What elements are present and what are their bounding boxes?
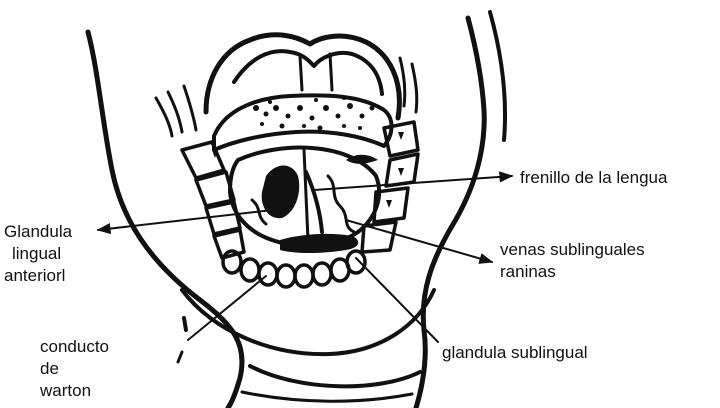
right-cheek-wisps: [400, 58, 417, 112]
label-conducto-line-2: de: [40, 358, 109, 380]
tongue-midline: [304, 150, 308, 240]
label-glandula-line-3: anteriorl: [4, 265, 72, 287]
right-vein-squiggle: [328, 176, 354, 232]
label-glandula-line-1: Glandula: [4, 221, 72, 243]
chin-contour: [250, 366, 420, 386]
lower-front-teeth: [223, 251, 365, 287]
duct-opening-mark: [184, 318, 186, 330]
upper-teeth-arch: [234, 51, 382, 94]
label-venas-line-2: raninas: [500, 261, 645, 283]
venas-leader-arrow: [346, 220, 492, 262]
right-cheek-line: [490, 12, 505, 140]
left-cheek-wisps: [156, 86, 196, 136]
palate-outline: [214, 95, 392, 150]
label-venas-line-1: venas sublinguales: [500, 239, 645, 261]
label-venas-sublinguales-raninas: venas sublinguales raninas: [500, 239, 645, 283]
left-molar-row: [182, 142, 244, 258]
label-frenillo-de-la-lengua: frenillo de la lengua: [520, 167, 667, 189]
label-glandula-lingual-anterior: Glandula lingual anteriorl: [4, 221, 72, 287]
label-glandula-sublingual: glandula sublingual: [442, 342, 588, 364]
left-jaw-outline: [88, 32, 242, 408]
label-conducto-de-warton: conducto de warton: [40, 336, 109, 402]
label-glandula-line-2: lingual: [4, 243, 72, 265]
label-conducto-line-1: conducto: [40, 336, 109, 358]
label-conducto-line-3: warton: [40, 380, 109, 402]
sublingual-gland-dark: [280, 234, 358, 253]
neck-bottom-line: [242, 392, 412, 401]
duct-tick-mark: [178, 352, 182, 362]
